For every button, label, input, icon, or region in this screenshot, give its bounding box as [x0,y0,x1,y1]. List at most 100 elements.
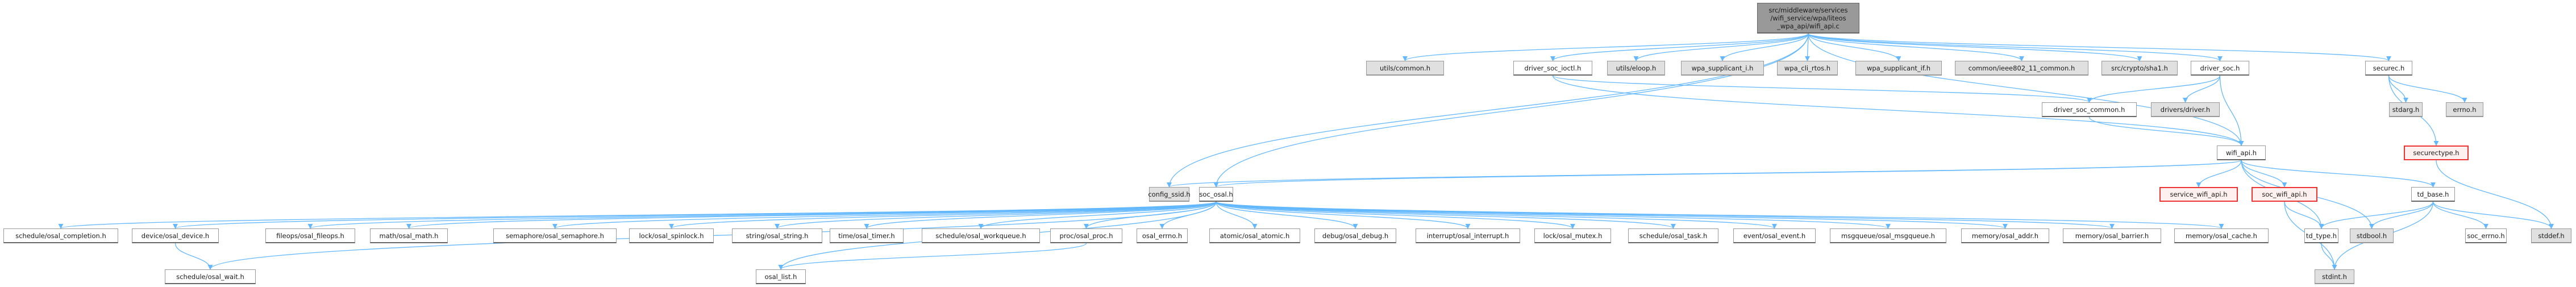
edge-soc_osal-to-osal_debug [1216,201,1358,229]
edge-root-to-config_ssid [1167,33,1809,188]
edge-osal_device-to-osal_wait [174,243,213,270]
node-soc-osal[interactable]: soc_osal.h [1199,187,1233,202]
node-osal-mutex[interactable]: lock/osal_mutex.h [1534,228,1611,243]
node-service-wifi-api[interactable]: service_wifi_api.h [2159,187,2238,202]
edge-root-to-driver_soc_ioctl [1550,33,1809,61]
edge-soc_osal-to-osal_string [775,201,1217,229]
edge-soc_osal-to-osal_task [1216,201,1676,229]
edge-wifi_api_h-to-service_wifi_api [2196,160,2242,188]
edge-soc_osal-to-osal_atomic [1216,201,1258,229]
edge-td_type-to-stdint [2321,243,2337,270]
edge-root-to-driver_soc [1808,33,2223,61]
node-soc-wifi-api[interactable]: soc_wifi_api.h [2252,187,2317,202]
node-osal-debug[interactable]: debug/osal_debug.h [1314,228,1396,243]
edge-driver_soc_ioctl-to-wifi_api_h [1552,75,2244,146]
edge-securectype-to-stddef [2436,160,2554,229]
edge-soc_osal-to-osal_fileops [308,201,1217,229]
node-driver-soc-ioctl[interactable]: driver_soc_ioctl.h [1513,61,1592,76]
node-td-base[interactable]: td_base.h [2411,187,2455,202]
edge-driver_soc_ioctl-to-driver_soc_common [1552,75,2092,103]
node-sha1[interactable]: src/crypto/sha1.h [2101,61,2178,76]
edge-wifi_api_h-to-soc_wifi_api [2241,160,2287,188]
node-osal-event[interactable]: event/osal_event.h [1733,228,1816,243]
edge-soc_osal-to-osal_event [1216,201,1777,229]
node-stdbool[interactable]: stdbool.h [2350,228,2394,243]
edge-driver_soc-to-wifi_api_h [2219,75,2244,146]
edge-td_base-to-soc_errno [2432,201,2489,229]
edge-soc_osal-to-osal_msgqueue [1216,201,1891,229]
node-driver-soc-common[interactable]: driver_soc_common.h [2042,102,2137,117]
node-td-type[interactable]: td_type.h [2304,228,2338,243]
node-osal-wait[interactable]: schedule/osal_wait.h [165,269,256,284]
edge-securec-to-errno [2388,75,2467,103]
node-wifi-api-h[interactable]: wifi_api.h [2217,145,2266,160]
edge-osal_proc-to-osal_list [778,243,1087,270]
edge-wifi_api_h-to-soc_osal [1214,160,2242,188]
edge-soc_osal-to-osal_timer [864,201,1217,229]
node-osal-cache[interactable]: memory/osal_cache.h [2174,228,2269,243]
node-osal-addr[interactable]: memory/osal_addr.h [1961,228,2049,243]
edge-root-to-sha1 [1808,33,2142,61]
node-securectype[interactable]: securectype.h [2404,145,2469,160]
edge-wifi_api_h-to-td_base [2241,160,2436,188]
node-osal-device[interactable]: device/osal_device.h [132,228,219,243]
node-root-file[interactable]: src/middleware/services /wifi_service/wp… [1757,3,1859,34]
edge-driver_soc-to-drivers_driver [2182,75,2221,103]
edge-soc_osal-to-osal_workqueue [978,201,1217,229]
node-osal-string[interactable]: string/osal_string.h [732,228,822,243]
edge-soc_osal-to-osal_semaphore [552,201,1217,229]
node-osal-list[interactable]: osal_list.h [756,269,806,284]
node-osal-atomic[interactable]: atomic/osal_atomic.h [1209,228,1300,243]
edge-soc_osal-to-osal_cache [1216,201,2224,229]
node-stdint[interactable]: stdint.h [2315,269,2354,284]
node-osal-task[interactable]: schedule/osal_task.h [1628,228,1718,243]
node-driver-soc[interactable]: driver_soc.h [2191,61,2249,76]
node-securec[interactable]: securec.h [2365,61,2412,76]
node-osal-semaphore[interactable]: semaphore/osal_semaphore.h [493,228,617,243]
edge-root-to-soc_osal [1213,33,1809,188]
node-stdarg[interactable]: stdarg.h [2389,102,2423,117]
node-stddef[interactable]: stddef.h [2531,228,2571,243]
edge-driver_soc_common-to-wifi_api_h [2088,117,2244,146]
node-osal-barrier[interactable]: memory/osal_barrier.h [2063,228,2161,243]
node-osal-completion[interactable]: schedule/osal_completion.h [3,228,118,243]
node-osal-math[interactable]: math/osal_math.h [370,228,448,243]
node-errno[interactable]: errno.h [2446,102,2483,117]
edge-td_base-to-stdbool [2369,201,2434,229]
edge-soc_osal-to-osal_math [406,201,1217,229]
node-ieee802-11-common[interactable]: common/ieee802_11_common.h [1955,61,2088,76]
edge-driver_soc-to-driver_soc_common [2087,75,2221,103]
node-utils-eloop[interactable]: utils/eloop.h [1607,61,1665,76]
node-soc-errno[interactable]: soc_errno.h [2465,228,2507,243]
edge-soc_osal-to-osal_addr [1216,201,2008,229]
node-wpa-supplicant-if[interactable]: wpa_supplicant_if.h [1855,61,1942,76]
edge-soc_osal-to-osal_interrupt [1216,201,1471,229]
edge-soc_osal-to-osal_mutex [1216,201,1575,229]
node-osal-interrupt[interactable]: interrupt/osal_interrupt.h [1416,228,1520,243]
edge-soc_osal-to-osal_spinlock [669,201,1217,229]
node-osal-errno[interactable]: osal_errno.h [1137,228,1188,243]
node-utils-common[interactable]: utils/common.h [1366,61,1444,76]
edge-root-to-utils_eloop [1633,33,1809,61]
edge-root-to-wifi_api_h [1808,33,2244,146]
edge-root-to-utils_common [1403,33,1809,61]
edge-td_base-to-stddef [2432,201,2554,229]
node-osal-spinlock[interactable]: lock/osal_spinlock.h [629,228,714,243]
node-label: src/middleware/services /wifi_service/wp… [1768,6,1848,30]
edge-soc_wifi_api-to-td_type [2284,201,2324,229]
node-drivers-driver[interactable]: drivers/driver.h [2151,102,2220,117]
edge-root-to-securec [1808,33,2391,61]
node-osal-msgqueue[interactable]: msgqueue/osal_msgqueue.h [1830,228,1946,243]
node-osal-proc[interactable]: proc/osal_proc.h [1050,228,1122,243]
node-wpa-cli-rtos[interactable]: wpa_cli_rtos.h [1777,61,1838,76]
node-osal-workqueue[interactable]: schedule/osal_workqueue.h [922,228,1040,243]
node-osal-fileops[interactable]: fileops/osal_fileops.h [265,228,355,243]
node-config-ssid[interactable]: config_ssid.h [1148,187,1191,202]
edge-root-to-wpa_supplicant_i [1720,33,1809,61]
edge-root-to-wpa_supplicant_if [1808,33,1901,61]
node-wpa-supplicant-i[interactable]: wpa_supplicant_i.h [1681,61,1764,76]
node-osal-timer[interactable]: time/osal_timer.h [830,228,904,243]
edge-root-to-ieee802_11_common [1808,33,2024,61]
